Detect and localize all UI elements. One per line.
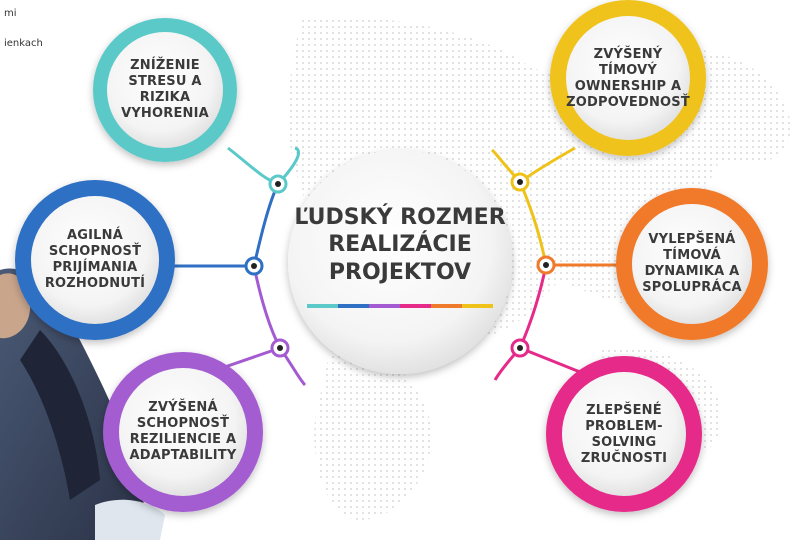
center-circle bbox=[288, 150, 512, 374]
connector-dots bbox=[244, 172, 556, 358]
businessman-photo bbox=[0, 268, 165, 540]
text-fragment-2: ienkach bbox=[4, 38, 43, 49]
text-fragment-1: mi bbox=[4, 8, 17, 19]
node-teamwork bbox=[616, 188, 768, 340]
color-bar-segment bbox=[369, 304, 400, 308]
node-decision bbox=[15, 180, 175, 340]
color-bar-segment bbox=[338, 304, 369, 308]
label-resilience: ZVÝŠENÁ SCHOPNOSŤ REZILIENCIE A ADAPTABI… bbox=[129, 399, 237, 464]
label-stress: ZNÍŽENIE STRESU A RIZIKA VYHORENIA bbox=[121, 57, 209, 122]
label-decision: AGILNÁ SCHOPNOSŤ PRIJÍMANIA ROZHODNUTÍ bbox=[44, 227, 146, 292]
center-color-bar bbox=[307, 304, 493, 308]
connector-dot-ownership bbox=[510, 172, 530, 192]
connector-dot-stress bbox=[268, 174, 288, 194]
color-bar-segment bbox=[400, 304, 431, 308]
color-bar-segment bbox=[431, 304, 462, 308]
node-ownership bbox=[550, 0, 706, 156]
connector-dot-problem bbox=[510, 338, 530, 358]
label-teamwork: VYLEPŠENÁ TÍMOVÁ DYNAMIKA A SPOLUPRÁCA bbox=[642, 231, 742, 296]
node-resilience bbox=[103, 352, 263, 512]
node-stress bbox=[93, 18, 237, 162]
center-title: ĽUDSKÝ ROZMER REALIZÁCIE PROJEKTOV bbox=[294, 204, 506, 285]
connector-dot-decision bbox=[244, 256, 264, 276]
connector-dot-teamwork bbox=[536, 255, 556, 275]
label-problem: ZLEPŠENÉ PROBLEM-SOLVING ZRUČNOSTI bbox=[580, 402, 668, 467]
node-problem bbox=[546, 356, 702, 512]
color-bar-segment bbox=[462, 304, 493, 308]
color-bar-segment bbox=[307, 304, 338, 308]
connector-dot-resilience bbox=[270, 338, 290, 358]
label-ownership: ZVÝŠENÝ TÍMOVÝ OWNERSHIP A ZODPOVEDNOSŤ bbox=[566, 46, 690, 111]
